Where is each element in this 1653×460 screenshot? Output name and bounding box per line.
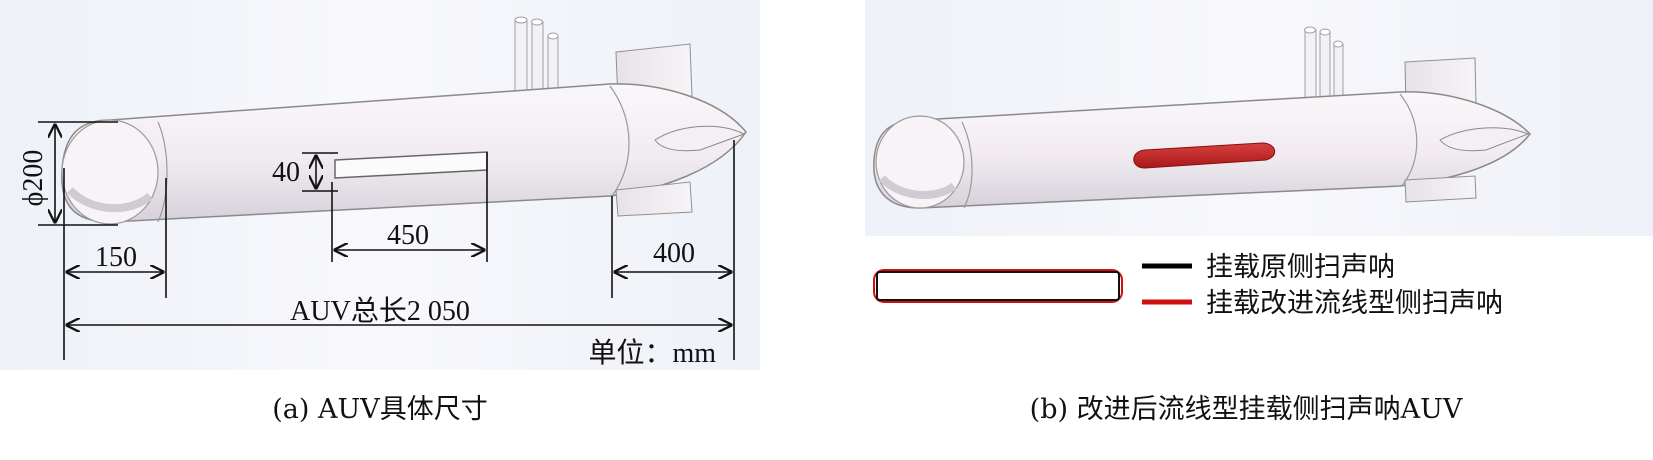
tail-seam (609, 85, 630, 197)
sonar-height-label: 40 (272, 157, 300, 188)
cross-section-streamlined (873, 269, 1123, 303)
sonar-cross-section (873, 269, 1123, 303)
panel-b: 挂载原侧扫声呐 挂载改进流线型侧扫声呐 (b) 改进后流线型挂载侧扫声呐AUV (865, 0, 1653, 425)
cross-section-original (876, 271, 1120, 301)
diameter-label: ϕ200 (18, 150, 49, 207)
dimension-lines (38, 121, 735, 360)
panel-a: ϕ200 40 450 150 400 AUV总长2 050 单位：mm (a)… (0, 0, 760, 425)
unit-label: 单位：mm (588, 337, 716, 369)
caption-a: (a) AUV具体尺寸 (272, 394, 488, 425)
tail-length-label: 400 (653, 238, 695, 269)
nose-seam (157, 121, 168, 223)
nose-dome-b (875, 115, 965, 209)
horizontal-fin (654, 125, 746, 152)
antenna-masts (514, 16, 559, 101)
lower-fin-b (1404, 175, 1477, 203)
legend: 挂载原侧扫声呐 挂载改进流线型侧扫声呐 (1142, 252, 1503, 319)
side-scan-sonar-streamlined (1133, 142, 1276, 169)
sonar-length-label: 450 (387, 220, 429, 251)
nose-length-label: 150 (95, 242, 137, 273)
horizontal-fin-b (1439, 127, 1530, 152)
legend-label-original: 挂载原侧扫声呐 (1206, 252, 1395, 283)
caption-b: (b) 改进后流线型挂载侧扫声呐AUV (1030, 394, 1463, 425)
legend-label-streamlined: 挂载改进流线型侧扫声呐 (1206, 288, 1503, 319)
lower-fin (615, 181, 693, 217)
total-length-label: AUV总长2 050 (290, 295, 470, 327)
